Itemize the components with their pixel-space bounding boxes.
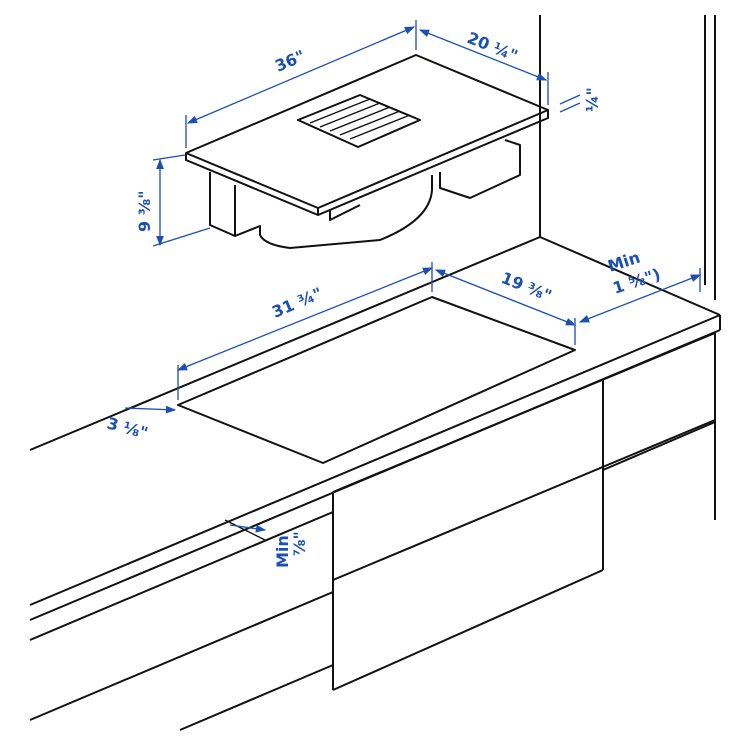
height-label: 9 ⅜" (135, 190, 154, 232)
cooktop-cutout (177, 296, 576, 464)
dimension-lines (124, 20, 702, 533)
front-offset-label: 3 ⅛" (105, 414, 150, 443)
vent-grille (297, 94, 421, 148)
cutout-width-label: 31 ¾" (269, 284, 325, 322)
thickness-label: ¼" (583, 87, 602, 112)
cabinets (29, 332, 716, 731)
cutout-depth-label: 19 ⅜" (499, 268, 555, 305)
min-front-label-1: Min (273, 535, 292, 568)
depth-label: 20 ¼" (465, 28, 521, 65)
min-front-label-2: ⅞" (290, 531, 309, 556)
cooktop-product (185, 54, 549, 249)
width-label: 36" (272, 46, 308, 75)
